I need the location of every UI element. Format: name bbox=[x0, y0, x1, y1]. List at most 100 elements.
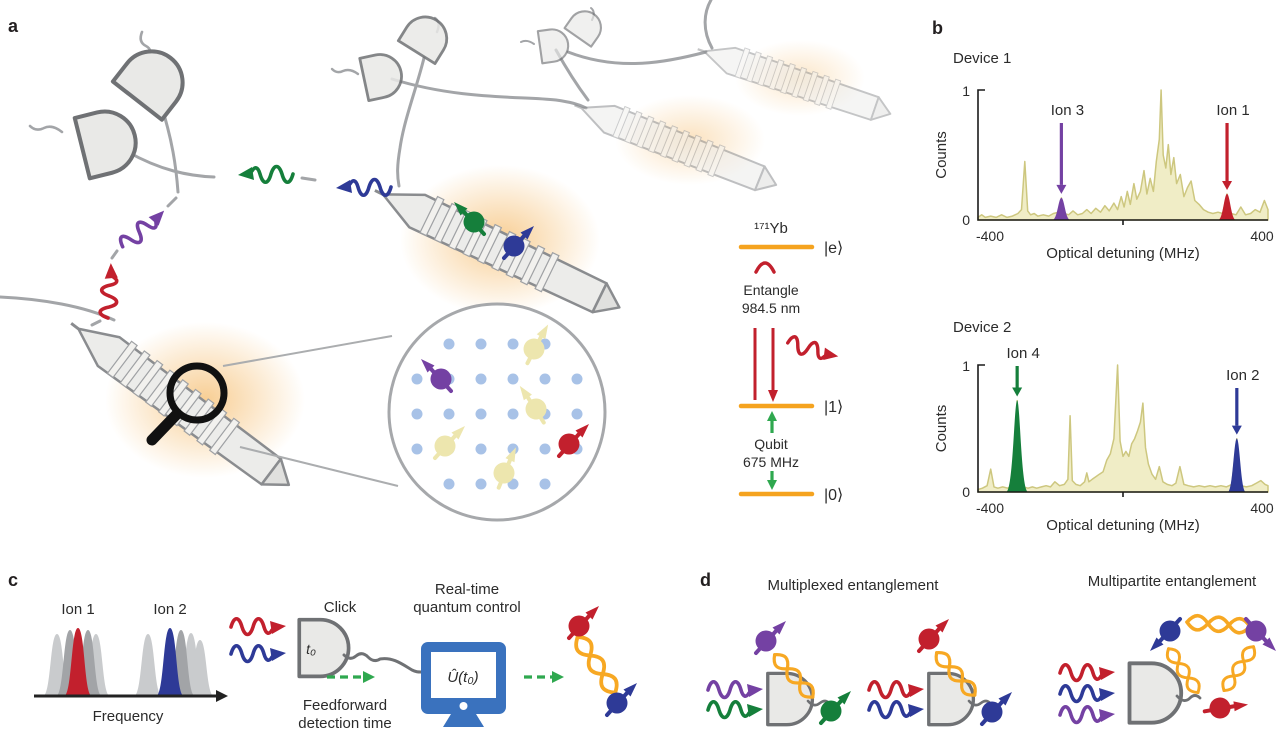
photon-wave-icon-red bbox=[784, 333, 842, 366]
ion-label: Ion 1 bbox=[1216, 102, 1249, 119]
qubit-label-1: Qubit bbox=[754, 436, 788, 452]
x-tick-max: 400 bbox=[1250, 500, 1274, 516]
entanglement-braid-icon bbox=[1217, 641, 1260, 696]
x-tick-min: -400 bbox=[976, 500, 1004, 516]
pulse-arch-icon bbox=[754, 261, 776, 274]
frequency-peak bbox=[134, 634, 162, 696]
axis-arrowhead bbox=[216, 690, 228, 702]
multipartite-title: Multipartite entanglement bbox=[1088, 573, 1257, 590]
frequency-label: Frequency bbox=[93, 708, 164, 725]
frequency-peaks bbox=[43, 628, 214, 696]
photon-detector-icon bbox=[396, 7, 457, 66]
down-arrowhead bbox=[767, 480, 777, 490]
fiber bbox=[396, 56, 426, 188]
signal-wire bbox=[342, 652, 423, 674]
entangle-label-1: Entangle bbox=[743, 282, 798, 298]
zoom-cone-line bbox=[222, 335, 393, 367]
panel-a-illustration: ¹⁷¹Yb |e⟩ Entangle 984.5 nm |1⟩ Qubit 67… bbox=[0, 0, 897, 522]
spin-qubit-icon-purple bbox=[753, 619, 788, 655]
lattice-dot-icon bbox=[475, 338, 487, 350]
photon-wave-icon-red bbox=[867, 679, 926, 700]
x-tick-min: -400 bbox=[976, 228, 1004, 244]
ion-arrowhead bbox=[1056, 184, 1067, 194]
x-axis-label: Optical detuning (MHz) bbox=[1046, 517, 1199, 534]
multiplexed-pair-1 bbox=[706, 619, 853, 727]
fiber-gap-dash bbox=[300, 176, 317, 182]
lattice-zoom-circle bbox=[387, 302, 607, 522]
photon-wave-icon-purple bbox=[115, 203, 172, 255]
frequency-peak bbox=[186, 640, 214, 696]
spin-qubit-icon-blue bbox=[979, 690, 1014, 726]
realtime-label-2: quantum control bbox=[413, 599, 521, 616]
photon-wave-icon-blue bbox=[334, 177, 393, 198]
photon-wave-icon-red bbox=[1058, 662, 1117, 683]
frequency-peak bbox=[156, 628, 184, 696]
entangle-label-2: 984.5 nm bbox=[742, 300, 800, 316]
lattice-dot-icon bbox=[475, 478, 487, 490]
y-axis-label: Counts bbox=[933, 131, 950, 179]
ion-label: Ion 3 bbox=[1051, 102, 1084, 119]
spin-qubit-icon-red bbox=[566, 604, 601, 640]
zoom-cone-line bbox=[239, 446, 399, 487]
lattice-dot-icon bbox=[443, 478, 455, 490]
fiber bbox=[703, 0, 714, 50]
lattice-dot-icon bbox=[507, 408, 519, 420]
photon-wave-icon-purple bbox=[706, 679, 765, 700]
ion-arrowhead bbox=[1012, 387, 1023, 397]
photon-detector-icon bbox=[563, 3, 609, 48]
ion-peak bbox=[1052, 197, 1071, 220]
panel-label-b: b bbox=[932, 18, 943, 38]
detector-tail bbox=[806, 699, 831, 707]
photon-detector-icon bbox=[536, 26, 572, 65]
photon-arrows bbox=[97, 164, 393, 321]
photon-detector-icon bbox=[1127, 661, 1184, 725]
detector-tail bbox=[967, 699, 992, 707]
detector-tail bbox=[520, 39, 535, 45]
panel-label-a: a bbox=[8, 16, 19, 36]
x-tick-max: 400 bbox=[1250, 228, 1274, 244]
energy-level-diagram: ¹⁷¹Yb |e⟩ Entangle 984.5 nm |1⟩ Qubit 67… bbox=[738, 220, 843, 504]
lattice-dot-icon bbox=[443, 338, 455, 350]
click-label: Click bbox=[324, 599, 357, 616]
isotope-label: ¹⁷¹Yb bbox=[754, 220, 788, 237]
ion-arrowhead bbox=[1222, 181, 1233, 190]
y-tick-0: 0 bbox=[962, 212, 970, 228]
spin-qubit-icon-red bbox=[916, 617, 951, 653]
lattice-dot-icon bbox=[475, 443, 487, 455]
chart-title: Device 2 bbox=[953, 319, 1011, 336]
lattice-dot-icon bbox=[411, 408, 423, 420]
frequency-peak bbox=[64, 628, 92, 696]
lattice-dot-icon bbox=[539, 373, 551, 385]
qubit-label-2: 675 MHz bbox=[743, 454, 799, 470]
ion-peak bbox=[1218, 194, 1237, 220]
lattice-dot-icon bbox=[411, 373, 423, 385]
detector-tail bbox=[28, 124, 64, 134]
spin-qubit-icon-green bbox=[818, 689, 853, 725]
photon-wave-icon-green bbox=[236, 164, 295, 185]
spin-qubit-icon-blue bbox=[604, 681, 639, 717]
photon-wave-icon-blue bbox=[1058, 683, 1117, 704]
y-tick-0: 0 bbox=[962, 484, 970, 500]
fiber bbox=[160, 106, 180, 194]
arrowhead bbox=[363, 671, 375, 683]
panel-label-d: d bbox=[700, 570, 711, 590]
computer-icon bbox=[421, 642, 506, 727]
photon-detector-icon bbox=[113, 39, 195, 120]
entanglement-braid-icon bbox=[569, 630, 624, 699]
ion-label: Ion 2 bbox=[1226, 367, 1259, 384]
level-label-1: |1⟩ bbox=[824, 399, 843, 416]
feedforward-label-2: detection time bbox=[298, 715, 391, 732]
photon-detector-icon bbox=[75, 105, 142, 178]
lattice-dot-icon bbox=[507, 443, 519, 455]
t0-label: t₀ bbox=[306, 641, 316, 657]
fiber bbox=[126, 150, 216, 179]
y-axis-label: Counts bbox=[933, 405, 950, 453]
lattice-dot-icon bbox=[571, 408, 583, 420]
photon-wave-icon-red bbox=[229, 616, 288, 637]
lattice-dot-icon bbox=[475, 408, 487, 420]
ion1-label: Ion 1 bbox=[61, 601, 94, 618]
y-tick-1: 1 bbox=[962, 83, 970, 99]
magnifier-icon bbox=[166, 362, 228, 424]
fiber-gap-dash bbox=[166, 196, 178, 208]
photon-wave-icon-blue bbox=[229, 643, 288, 664]
